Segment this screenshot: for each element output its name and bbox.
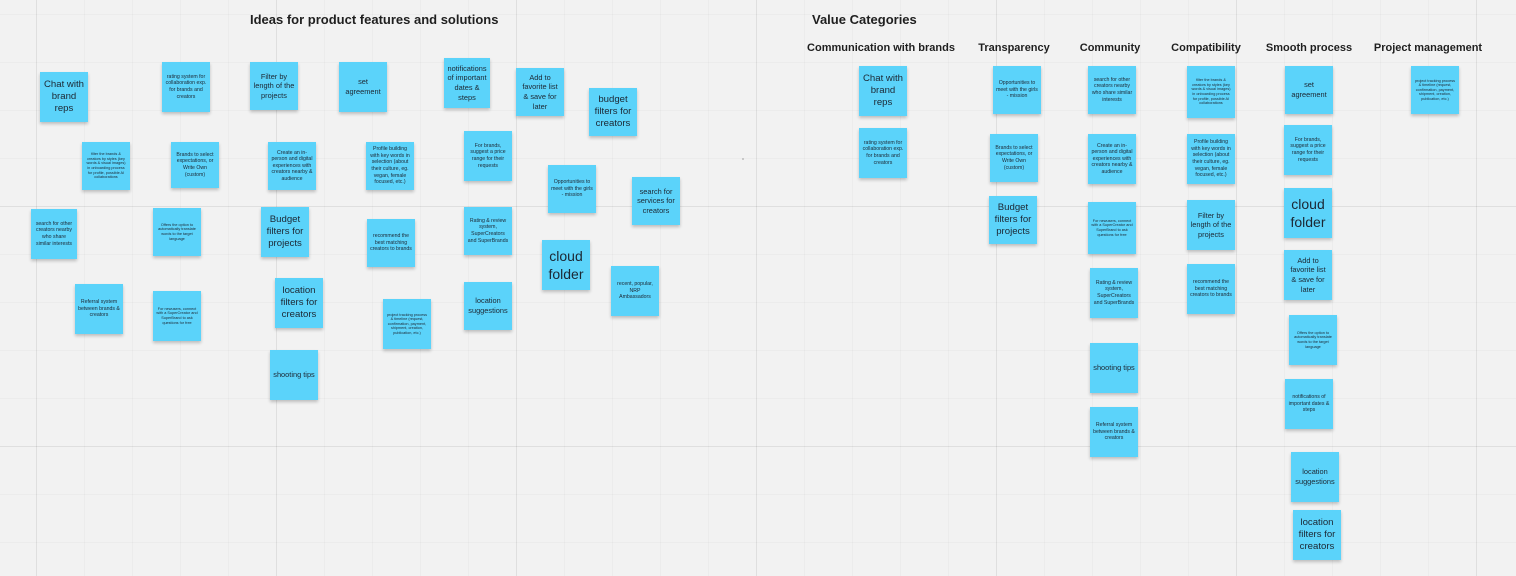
sticky-note[interactable]: Referral system between brands & creator… [1090, 407, 1138, 457]
sticky-note[interactable]: set agreement [339, 62, 387, 112]
sticky-note[interactable]: For brands, suggest a price range for th… [1284, 125, 1332, 175]
sticky-note[interactable]: recommend the best matching creators to … [1187, 264, 1235, 314]
sticky-note[interactable]: Create an in-person and digital experien… [1088, 134, 1136, 184]
sticky-note[interactable]: Brands to select expectations, or Write … [171, 142, 219, 188]
sticky-note[interactable]: project tracking process & timeline (req… [1411, 66, 1459, 114]
sticky-note[interactable]: For newusers, connect with a SuperCreato… [1088, 202, 1136, 254]
sticky-note[interactable]: Opportunities to meet with the girls - m… [548, 165, 596, 213]
sticky-note[interactable]: rating system for collaboration exp. for… [162, 62, 210, 112]
sticky-note[interactable]: search for other creators nearby who sha… [1088, 66, 1136, 114]
sticky-note[interactable]: location suggestions [1291, 452, 1339, 502]
sticky-note[interactable]: project tracking process & timeline (req… [383, 299, 431, 349]
category-community: Community [1079, 42, 1141, 54]
sticky-note[interactable]: Brands to select expectations, or Write … [990, 134, 1038, 182]
sticky-note[interactable]: notifications of important dates & steps [444, 58, 490, 108]
category-transparency: Transparency [978, 42, 1050, 54]
sticky-note[interactable]: recommend the best matching creators to … [367, 219, 415, 267]
sticky-note[interactable]: Chat with brand reps [859, 66, 907, 116]
sticky-note[interactable]: location suggestions [464, 282, 512, 330]
category-project-management: Project management [1373, 42, 1483, 54]
category-compatibility: Compatibility [1171, 42, 1241, 54]
sticky-note[interactable]: rating system for collaboration exp. for… [859, 128, 907, 178]
sticky-note[interactable]: Add to favorite list & save for later [1284, 250, 1332, 300]
sticky-note[interactable]: Rating & review system, SuperCreators an… [1090, 268, 1138, 318]
sticky-note[interactable]: Profile building with key words in selec… [366, 142, 414, 190]
sticky-note[interactable]: notifications of important dates & steps [1285, 379, 1333, 429]
sticky-note[interactable]: For newusers, connect with a SuperCreato… [153, 291, 201, 341]
sticky-note[interactable]: Create an in-person and digital experien… [268, 142, 316, 190]
sticky-note[interactable]: Offers the option to automatically trans… [153, 208, 201, 256]
sticky-note[interactable]: Profile building with key words in selec… [1187, 134, 1235, 184]
sticky-note[interactable]: budget filters for creators [589, 88, 637, 136]
sticky-note[interactable]: filter the brands & creators by styles (… [82, 142, 130, 190]
sticky-note[interactable]: search for other creators nearby who sha… [31, 209, 77, 259]
sticky-note[interactable]: location filters for creators [1293, 510, 1341, 560]
sticky-note[interactable]: Chat with brand reps [40, 72, 88, 122]
ideas-section-title: Ideas for product features and solutions [250, 12, 499, 27]
sticky-note[interactable]: Filter by length of the projects [1187, 200, 1235, 250]
sticky-note[interactable]: shooting tips [270, 350, 318, 400]
sticky-note[interactable]: For brands, suggest a price range for th… [464, 131, 512, 181]
sticky-note[interactable]: set agreement [1285, 66, 1333, 114]
sticky-note[interactable]: search for services for creators [632, 177, 680, 225]
sticky-note[interactable]: Add to favorite list & save for later [516, 68, 564, 116]
sticky-note[interactable]: cloud folder [542, 240, 590, 290]
sticky-note[interactable]: Referral system between brands & creator… [75, 284, 123, 334]
sticky-note[interactable]: Offers the option to automatically trans… [1289, 315, 1337, 365]
sticky-note[interactable]: location filters for creators [275, 278, 323, 328]
sticky-note[interactable]: Budget filters for projects [261, 207, 309, 257]
category-smooth-process: Smooth process [1265, 42, 1353, 54]
sticky-note[interactable]: Filter by length of the projects [250, 62, 298, 110]
sticky-note[interactable]: filter the brands & creators by styles (… [1187, 66, 1235, 118]
sticky-note[interactable]: cloud folder [1284, 188, 1332, 238]
canvas-dot [742, 158, 744, 160]
value-categories-title: Value Categories [812, 12, 917, 27]
sticky-note[interactable]: shooting tips [1090, 343, 1138, 393]
sticky-note[interactable]: recent, popular, NRP Ambassadors [611, 266, 659, 316]
sticky-note[interactable]: Budget filters for projects [989, 196, 1037, 244]
sticky-note[interactable]: Rating & review system, SuperCreators an… [464, 207, 512, 255]
sticky-note[interactable]: Opportunities to meet with the girls - m… [993, 66, 1041, 114]
category-communication-with-brands: Communication with brands [807, 42, 955, 54]
